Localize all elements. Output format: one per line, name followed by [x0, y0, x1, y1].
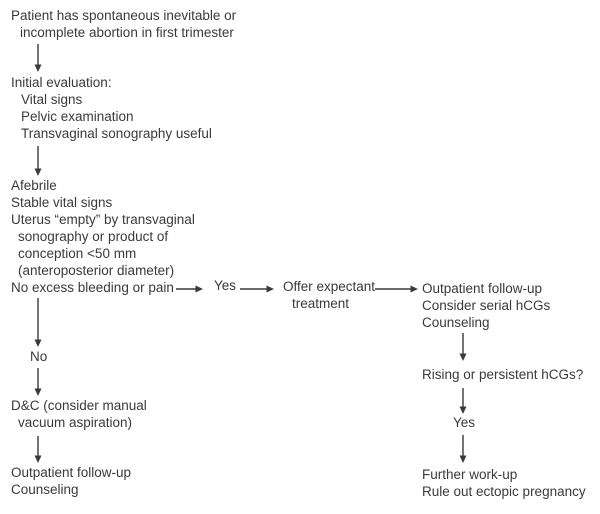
- text-line: Afebrile: [11, 178, 57, 193]
- label-yes-branch: Yes: [214, 278, 237, 293]
- text-line: Stable vital signs: [11, 195, 113, 210]
- label-no-branch: No: [30, 349, 48, 364]
- text-line: Uterus “empty” by transvaginal: [11, 212, 195, 227]
- node-further-workup: Further work-up Rule out ectopic pregnan…: [422, 466, 586, 500]
- text-line: Outpatient follow-up: [11, 465, 132, 480]
- node-outpatient-followup-right: Outpatient follow-up Consider serial hCG…: [422, 280, 550, 331]
- text-line: Consider serial hCGs: [422, 298, 551, 313]
- text-line: Outpatient follow-up: [422, 281, 543, 296]
- text-line: Counseling: [11, 482, 79, 497]
- text-line: sonography or product of: [18, 229, 169, 244]
- text-line: Initial evaluation:: [11, 75, 112, 90]
- node-patient-condition: Patient has spontaneous inevitable or in…: [11, 7, 236, 41]
- text-line: vacuum aspiration): [18, 415, 133, 430]
- text-line: (anteroposterior diameter): [18, 263, 175, 278]
- node-expectant-treatment: Offer expectant treatment: [283, 278, 375, 312]
- text-line: Transvaginal sonography useful: [21, 126, 212, 141]
- text-line: Offer expectant: [283, 279, 376, 294]
- text-line: D&C (consider manual: [11, 398, 147, 413]
- text-line: No excess bleeding or pain: [11, 280, 174, 295]
- text-line: Counseling: [422, 315, 490, 330]
- text-line: Further work-up: [422, 467, 518, 482]
- text-line: Patient has spontaneous inevitable or: [11, 8, 237, 23]
- text-line: Vital signs: [21, 92, 83, 107]
- node-initial-evaluation: Initial evaluation: Vital signs Pelvic e…: [11, 74, 212, 142]
- text-line: treatment: [292, 296, 350, 311]
- node-outpatient-followup-left: Outpatient follow-up Counseling: [11, 464, 131, 498]
- text-line: incomplete abortion in first trimester: [20, 25, 234, 40]
- node-dc-procedure: D&C (consider manual vacuum aspiration): [11, 397, 147, 431]
- label-yes-confirm: Yes: [453, 415, 476, 430]
- node-rising-hcg-question: Rising or persistent hCGs?: [422, 367, 584, 382]
- text-line: conception <50 mm: [18, 246, 137, 261]
- node-assessment-criteria: Afebrile Stable vital signs Uterus “empt…: [11, 177, 195, 296]
- text-line: Rule out ectopic pregnancy: [422, 484, 586, 499]
- text-line: Pelvic examination: [21, 109, 134, 124]
